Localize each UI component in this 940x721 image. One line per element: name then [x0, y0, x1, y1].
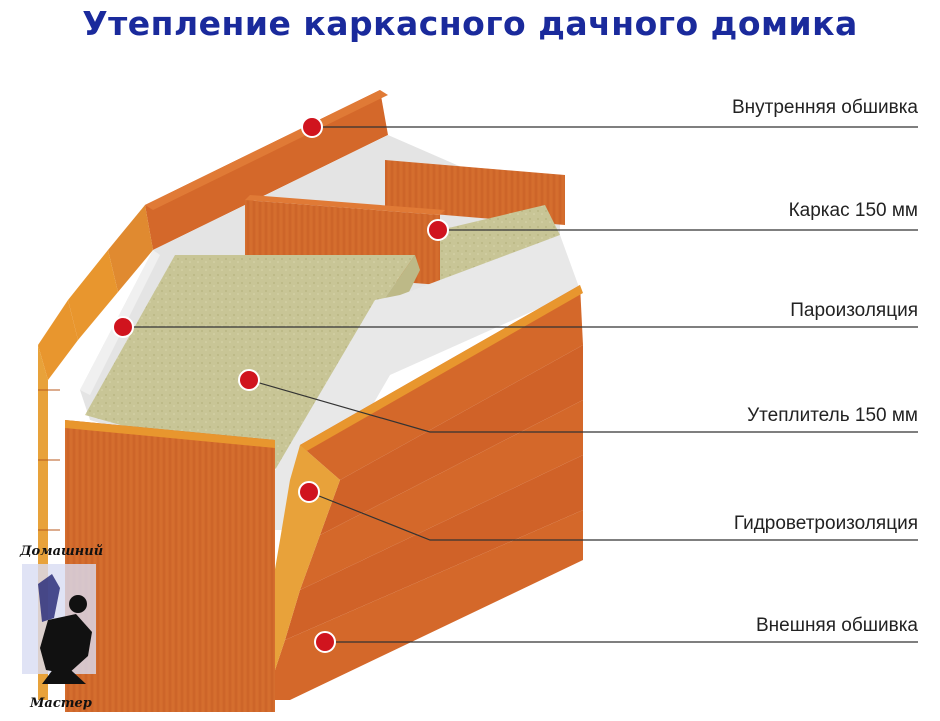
- marker-vapor: [113, 317, 133, 337]
- marker-inner: [302, 117, 322, 137]
- label-frame: Каркас 150 мм: [789, 200, 918, 222]
- marker-outer: [315, 632, 335, 652]
- handyman-logo-icon: [8, 540, 128, 716]
- label-vapor-barrier: Пароизоляция: [790, 300, 918, 322]
- watermark-logo: Домашний Мастер: [8, 540, 128, 716]
- watermark-top-text: Домашний: [20, 544, 103, 559]
- marker-frame: [428, 220, 448, 240]
- watermark-bottom-text: Мастер: [30, 696, 92, 711]
- marker-insulation: [239, 370, 259, 390]
- label-inner-lining: Внутренняя обшивка: [732, 97, 918, 119]
- label-outer-cladding: Внешняя обшивка: [756, 615, 918, 637]
- label-wind-barrier: Гидроветроизоляция: [734, 513, 918, 535]
- marker-wind: [299, 482, 319, 502]
- label-insulation: Утеплитель 150 мм: [747, 405, 918, 427]
